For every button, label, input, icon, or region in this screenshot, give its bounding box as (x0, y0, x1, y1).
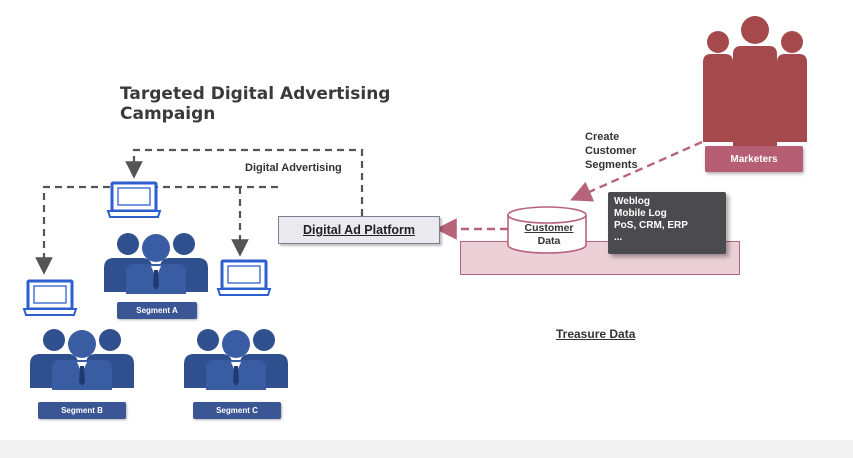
data-source-item: PoS, CRM, ERP (614, 220, 688, 231)
segment-c-label: Segment C (193, 402, 281, 419)
segment-b-label: Segment B (38, 402, 126, 419)
data-source-item: ... (614, 232, 623, 243)
people-group-icon (104, 233, 208, 294)
marketers-group-icon (703, 16, 807, 146)
advertising-connectors (35, 148, 364, 275)
data-sources-box: Weblog Mobile Log PoS, CRM, ERP ... (608, 192, 726, 254)
segment-a-group (104, 181, 208, 294)
monitor-icon (22, 279, 78, 317)
segment-b-group (22, 279, 134, 390)
database-cylinder-icon (507, 206, 587, 254)
customer-data-label: Customer Data (524, 222, 574, 247)
create-segments-label: Create Customer Segments (585, 131, 638, 171)
monitor-icon (106, 181, 162, 219)
digital-advertising-label: Digital Advertising (245, 162, 342, 174)
marketers-label: Marketers (705, 146, 803, 172)
monitor-icon (216, 259, 272, 297)
data-flow-arrows (435, 140, 703, 240)
bottom-strip (0, 440, 853, 458)
digital-ad-platform-label: Digital Ad Platform (302, 223, 416, 237)
people-group-icon (184, 329, 288, 390)
page-title: Targeted Digital Advertising Campaign (120, 84, 391, 124)
segment-a-label: Segment A (117, 302, 197, 319)
people-group-icon (30, 329, 134, 390)
digital-ad-platform-box: Digital Ad Platform (278, 216, 440, 244)
treasure-data-label: Treasure Data (556, 327, 636, 341)
data-source-item: Mobile Log (614, 208, 667, 219)
data-source-item: Weblog (614, 196, 650, 207)
